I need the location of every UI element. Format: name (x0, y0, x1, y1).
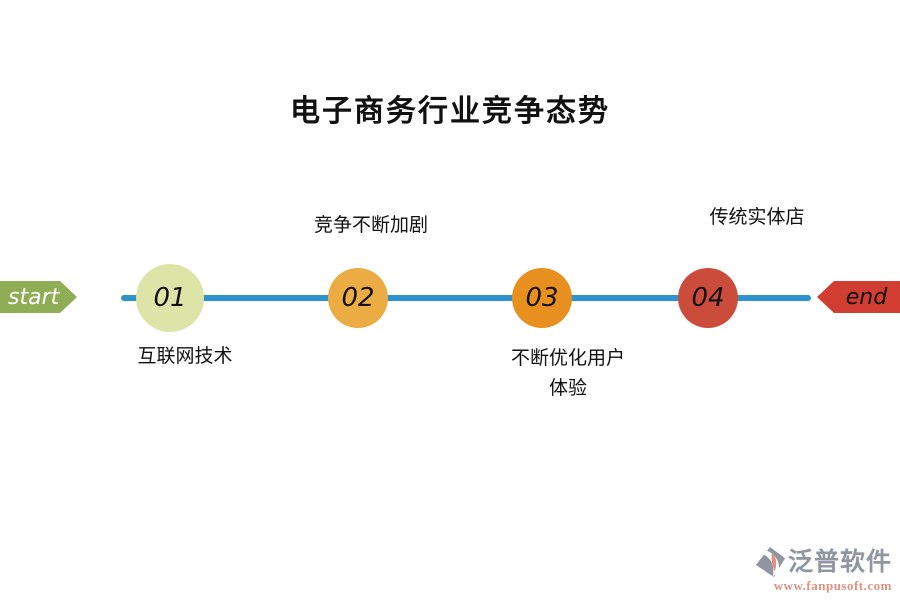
step-label-traditional-stores: 传统实体店 (709, 207, 805, 228)
step-circle-03: 03 (512, 268, 572, 328)
step-number: 02 (341, 283, 375, 313)
step-circle-02: 02 (328, 268, 388, 328)
step-number: 03 (525, 283, 559, 313)
page-title: 电子商务行业竞争态势 (290, 95, 610, 128)
watermark: 泛普软件 www.fanpusoft.com (754, 546, 892, 592)
step-label-competition-intensifies: 竞争不断加剧 (313, 215, 428, 236)
timeline-axis (121, 295, 811, 301)
step-label-internet-technology: 互联网技术 (137, 346, 233, 367)
step-label-optimize-user-experience: 不断优化用户体验 (510, 348, 625, 399)
step-number: 04 (691, 283, 725, 313)
end-ribbon: end (817, 281, 900, 313)
start-label: start (8, 284, 60, 310)
start-ribbon: start (0, 281, 77, 313)
fanpu-logo-icon (755, 546, 786, 578)
step-circle-04: 04 (678, 268, 738, 328)
brand-url: www.fanpusoft.com (773, 578, 892, 593)
end-label: end (845, 284, 888, 310)
brand-name: 泛普软件 (787, 548, 892, 576)
step-circle-01: 01 (136, 264, 204, 332)
step-number: 01 (153, 283, 187, 313)
